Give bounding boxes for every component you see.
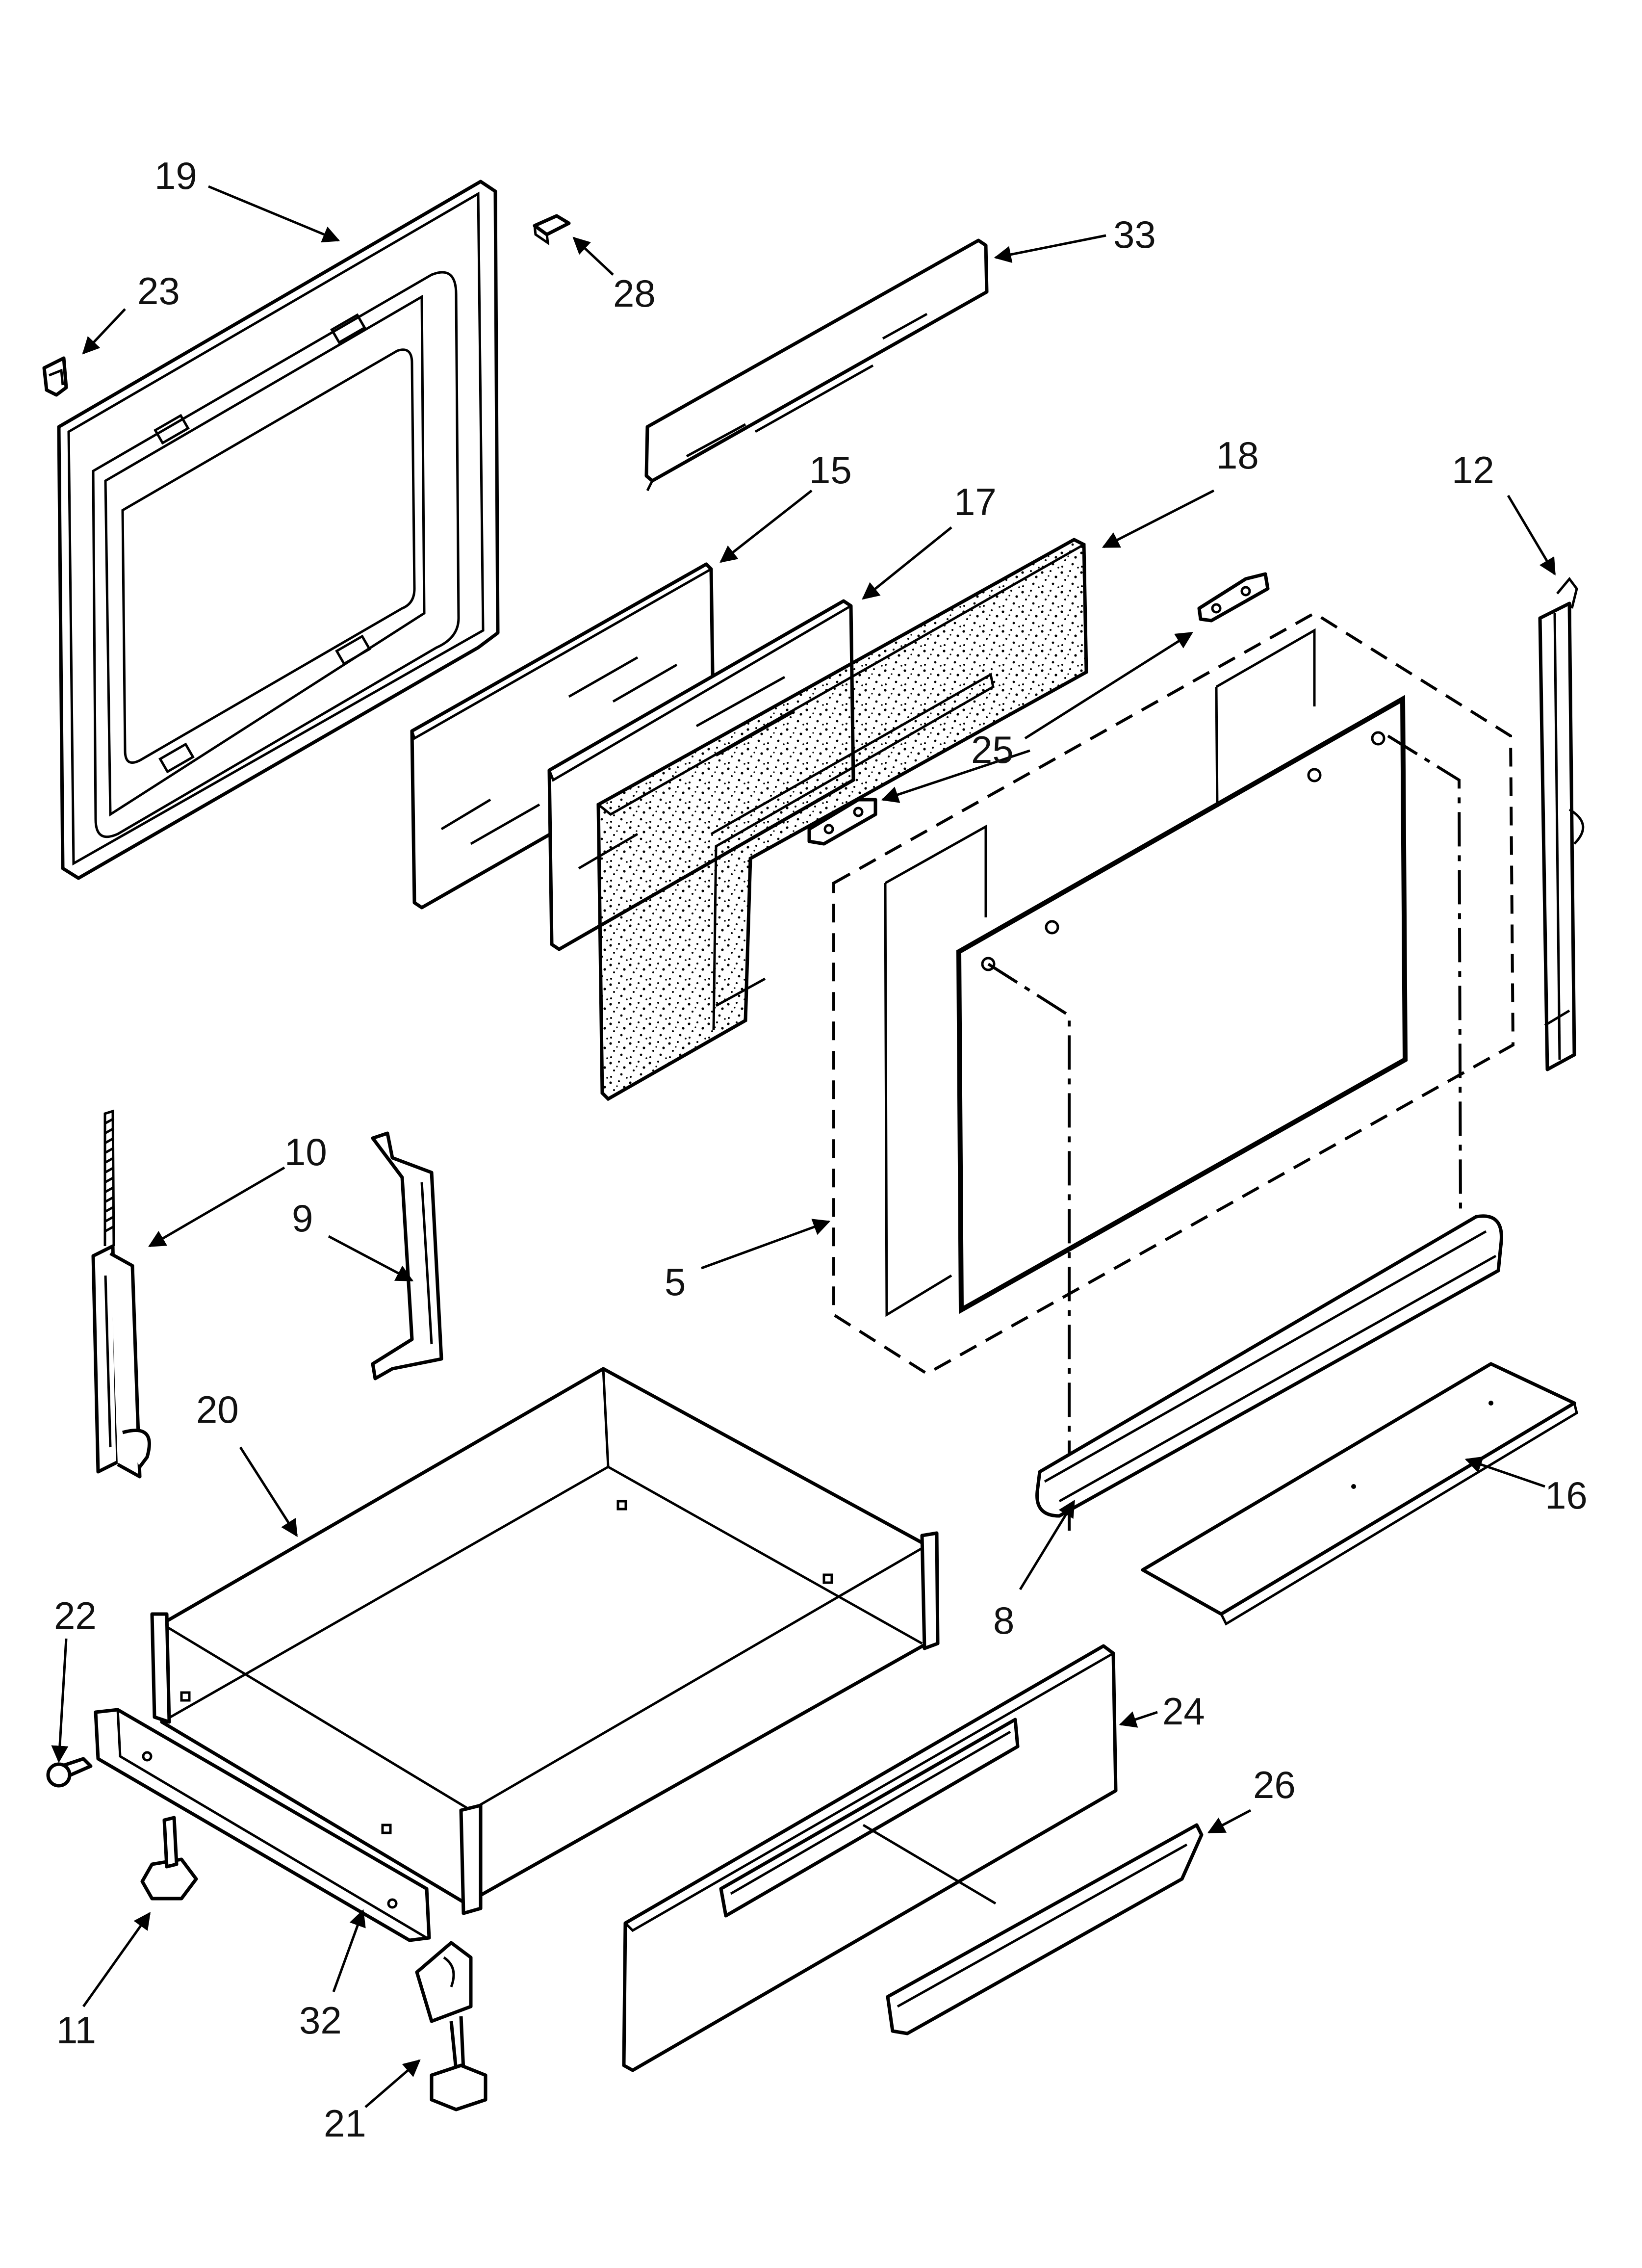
clip-28-part <box>533 214 571 246</box>
callout-20: 20 <box>196 1388 239 1431</box>
door-clip-part <box>42 356 68 397</box>
drawer-rail-part <box>94 1708 431 1942</box>
callout-28: 28 <box>613 272 656 315</box>
callout-19: 19 <box>154 154 197 197</box>
hinge-bracket-lower-part <box>807 798 877 846</box>
insulation-part <box>596 538 1088 1101</box>
callout-21: 21 <box>324 2102 366 2145</box>
callout-15: 15 <box>809 448 852 492</box>
hinge-bracket-upper-part <box>1197 572 1270 623</box>
drawer-handle-part <box>886 1823 1204 2035</box>
callout-22: 22 <box>54 1594 97 1637</box>
door-assembly-part <box>832 611 1515 1531</box>
callout-5: 5 <box>665 1260 686 1303</box>
callout-18: 18 <box>1216 434 1259 477</box>
callout-26: 26 <box>1253 1763 1296 1806</box>
callout-33: 33 <box>1113 213 1156 256</box>
callout-16: 16 <box>1545 1474 1588 1517</box>
bottom-flap-part <box>1141 1362 1578 1626</box>
leader-lines <box>51 185 1556 2108</box>
door-frame-part <box>57 180 500 880</box>
callout-32: 32 <box>299 1999 342 2042</box>
callout-25: 25 <box>971 728 1014 771</box>
callout-labels: 19 23 28 33 15 17 18 12 25 10 9 5 20 16 … <box>54 154 1588 2145</box>
callout-23: 23 <box>137 269 180 313</box>
leveler-bolt-part <box>91 1109 151 1479</box>
callout-9: 9 <box>292 1197 313 1240</box>
callout-12: 12 <box>1452 448 1494 492</box>
callout-24: 24 <box>1162 1690 1205 1733</box>
side-rail-part <box>1538 576 1585 1071</box>
bracket-9-part <box>371 1131 443 1381</box>
vent-bracket-part <box>644 238 989 492</box>
callout-11: 11 <box>56 2008 96 2052</box>
screw-part <box>46 1757 93 1788</box>
drawer-front-part <box>622 1644 1118 2072</box>
leveling-foot-part <box>140 1816 198 1901</box>
door-trim-part <box>1035 1214 1503 1518</box>
drawer-box-part <box>150 1367 940 1915</box>
callout-8: 8 <box>993 1599 1014 1642</box>
callout-17: 17 <box>954 480 997 523</box>
leveler-assembly-part <box>415 1941 487 2112</box>
callout-10: 10 <box>284 1130 327 1173</box>
